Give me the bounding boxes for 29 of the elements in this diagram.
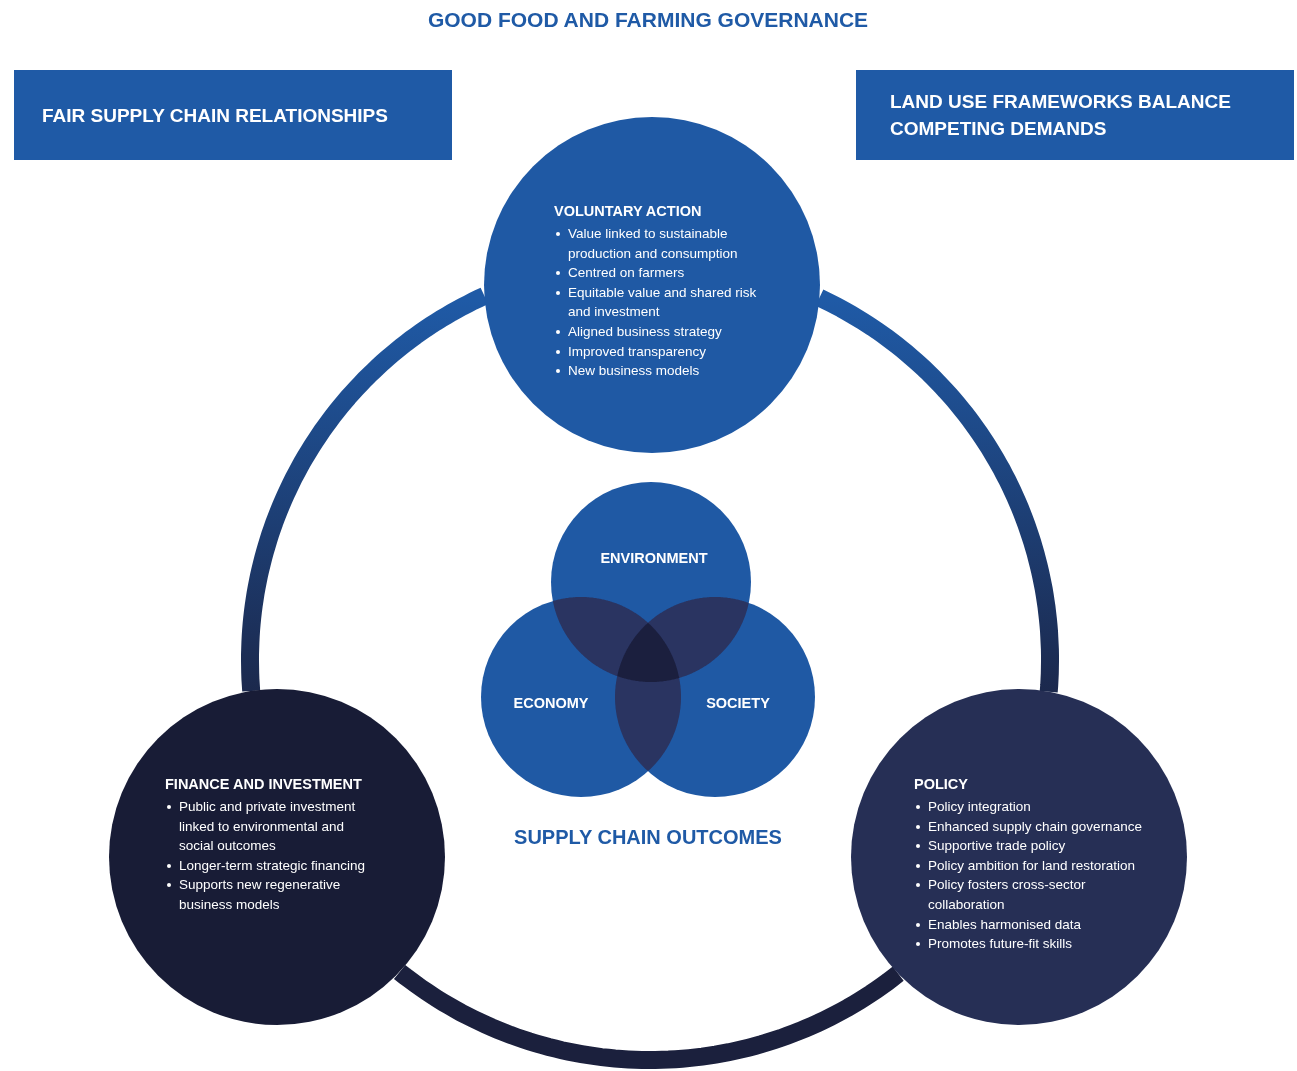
bullet-item: Improved transparency <box>568 343 707 359</box>
section-caption: SUPPLY CHAIN OUTCOMES <box>514 826 782 849</box>
heading-box <box>14 70 452 160</box>
circle-heading: POLICY <box>914 776 968 792</box>
heading-box <box>856 70 1294 160</box>
bullet-item: Supportive trade policy <box>928 838 1066 854</box>
circle-heading: VOLUNTARY ACTION <box>554 203 702 219</box>
bullet-item: Enables harmonised data <box>928 916 1082 932</box>
bullet-item: Aligned business strategy <box>568 323 722 339</box>
bullet-item: Promotes future-fit skills <box>928 936 1073 952</box>
circle-heading: FINANCE AND INVESTMENT <box>165 776 362 792</box>
bullet-item: Policy ambition for land restoration <box>928 857 1136 873</box>
bullet-item: Public and private investment linked to environmental and social outcomes <box>179 799 356 854</box>
bullet-item: Enhanced supply chain governance <box>928 818 1142 834</box>
bullet-item: Longer-term strategic financing <box>179 857 366 873</box>
bullet-item: Value linked to sustainable production and consumption <box>568 226 738 261</box>
circle-label: ECONOMY <box>513 695 589 711</box>
bullet-item: Policy integration <box>928 799 1031 814</box>
ring-arc-connector <box>393 964 904 1069</box>
bullet-item: Policy fosters cross-sector collaboration <box>928 877 1086 912</box>
bullet-item: Supports new regenerative business models <box>179 877 341 912</box>
box-heading: LAND USE FRAMEWORKS BALANCE COMPETING DEMANDS <box>890 90 1232 141</box>
bullet-item: New business models <box>568 363 700 379</box>
circle-label: ENVIRONMENT <box>600 550 708 566</box>
bullet-item: Equitable value and shared risk and investment <box>568 284 757 320</box>
diagram-title: GOOD FOOD AND FARMING GOVERNANCE <box>427 8 869 32</box>
box-heading: FAIR SUPPLY CHAIN RELATIONSHIPS <box>42 103 388 128</box>
circle-label: SOCIETY <box>706 695 770 711</box>
bullet-item: Centred on farmers <box>568 265 685 281</box>
